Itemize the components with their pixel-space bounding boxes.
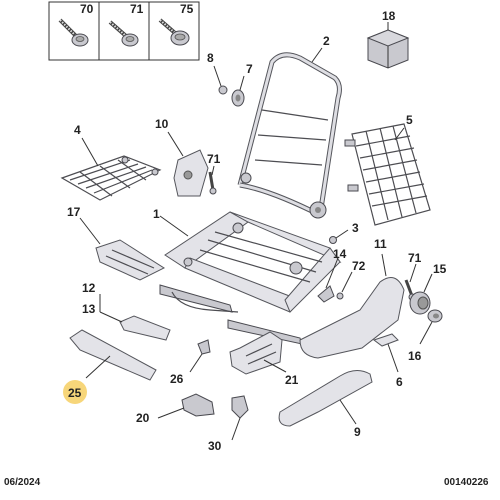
fastener-box-75[interactable]: 75 [148, 1, 200, 61]
callout-7: 7 [246, 62, 253, 76]
part-6-lever[interactable] [372, 333, 399, 347]
callout-15: 15 [433, 262, 447, 276]
callout-14: 14 [333, 247, 347, 261]
part-16-cap[interactable] [427, 309, 443, 323]
part-15-knob[interactable] [409, 291, 431, 315]
part-18-module[interactable] [366, 22, 410, 69]
callout-4: 4 [74, 123, 81, 137]
part-14-clip[interactable] [317, 285, 335, 303]
part-10-bracket[interactable] [173, 149, 209, 197]
callout-16: 16 [408, 349, 422, 363]
callout-18: 18 [382, 9, 396, 23]
callout-13: 13 [82, 302, 96, 316]
part-4-cushion-wire[interactable] [60, 155, 162, 201]
callout-26: 26 [170, 372, 184, 386]
callout-72: 72 [352, 259, 366, 273]
fastener-number-70: 70 [80, 2, 94, 16]
callout-10: 10 [155, 117, 169, 131]
callout-9: 9 [354, 425, 361, 439]
part-11-side-shield[interactable] [299, 277, 405, 359]
callout-3: 3 [352, 221, 359, 235]
part-20-bracket[interactable] [181, 393, 215, 417]
callout-71a: 71 [207, 152, 221, 166]
part-17-cover[interactable] [95, 239, 166, 281]
callout-71b: 71 [408, 251, 422, 265]
part-8-nut[interactable] [218, 85, 228, 95]
callout-6: 6 [396, 375, 403, 389]
callout-25-highlight [63, 380, 87, 404]
callout-1: 1 [153, 207, 160, 221]
callout-11: 11 [374, 237, 387, 251]
callout-17: 17 [67, 205, 81, 219]
part-71-screw-upper[interactable] [208, 171, 217, 195]
screw-icon [58, 18, 89, 47]
part-5-lumbar-mat[interactable] [344, 123, 431, 226]
part-3-screw[interactable] [329, 236, 337, 244]
part-2-backrest-frame[interactable] [237, 52, 342, 219]
part-9-outer-trim[interactable] [278, 370, 373, 427]
callout-25: 25 [68, 386, 82, 400]
part-21-side-panel[interactable] [229, 331, 283, 375]
footer-date: 06/2024 [4, 477, 41, 488]
part-25-side-trim[interactable] [69, 329, 157, 381]
fastener-number-75: 75 [180, 2, 194, 16]
screw-icon [158, 18, 190, 46]
callout-8: 8 [207, 51, 214, 65]
callout-30: 30 [208, 439, 222, 453]
callout-12: 12 [82, 281, 96, 295]
part-30-clip[interactable] [231, 395, 249, 419]
fastener-box-70[interactable]: 70 [48, 1, 100, 61]
callout-2: 2 [323, 34, 330, 48]
fastener-number-71: 71 [130, 2, 144, 16]
part-72-screw[interactable] [336, 292, 344, 300]
callout-21: 21 [285, 373, 299, 387]
part-1-seat-frame[interactable] [159, 211, 342, 345]
part-12-trim[interactable] [119, 315, 171, 341]
screw-icon [108, 20, 139, 47]
part-7-knob[interactable] [231, 89, 245, 107]
part-26-clip[interactable] [197, 339, 211, 355]
callout-20: 20 [136, 411, 150, 425]
fastener-box-71[interactable]: 71 [98, 1, 150, 61]
callout-5: 5 [406, 113, 413, 127]
footer-reference: 00140226 [444, 477, 489, 488]
